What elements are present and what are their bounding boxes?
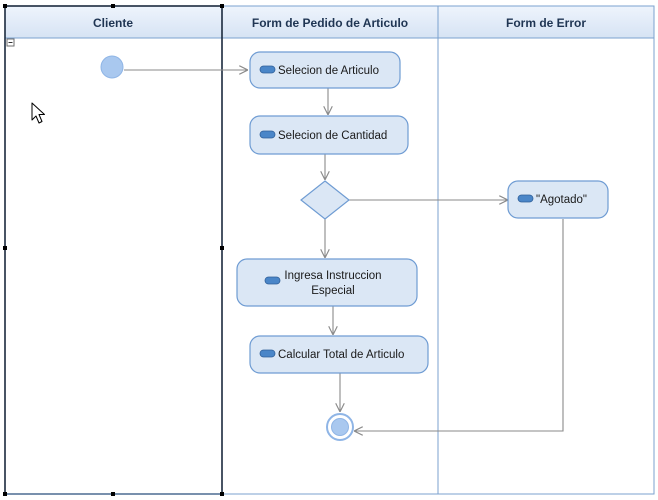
- mouse-cursor-icon: [31, 102, 45, 124]
- handle-bottom-right[interactable]: [220, 492, 224, 496]
- action-icon: [264, 276, 281, 285]
- collapse-toggle-icon[interactable]: [6, 38, 15, 47]
- flow-agotado-to-end[interactable]: [355, 219, 564, 431]
- handle-top-left[interactable]: [3, 4, 7, 8]
- handle-middle-left[interactable]: [3, 246, 7, 250]
- action-icon: [259, 65, 276, 74]
- lane-headers: Cliente Form de Pedido de Articulo Form …: [4, 5, 655, 39]
- handle-bottom-left[interactable]: [3, 492, 7, 496]
- lane-header-cliente[interactable]: [4, 5, 223, 39]
- lane-title-pedido: Form de Pedido de Articulo: [252, 16, 408, 30]
- action-label: Selecion de Articulo: [278, 65, 379, 77]
- action-label: Selecion de Cantidad: [278, 130, 387, 142]
- action-calcular-total[interactable]: Calcular Total de Articulo: [249, 335, 429, 374]
- initial-node[interactable]: [100, 55, 124, 79]
- handle-top-right[interactable]: [220, 4, 224, 8]
- action-selecion-cantidad[interactable]: Selecion de Cantidad: [249, 115, 409, 155]
- action-icon: [259, 130, 276, 139]
- action-label: "Agotado": [536, 194, 587, 206]
- flows: [124, 70, 564, 431]
- action-icon: [259, 349, 276, 358]
- handle-middle-right[interactable]: [220, 246, 224, 250]
- action-selecion-articulo[interactable]: Selecion de Articulo: [249, 51, 401, 89]
- lane-title-error: Form de Error: [506, 16, 586, 30]
- action-agotado[interactable]: "Agotado": [507, 180, 609, 219]
- action-icon: [517, 194, 534, 203]
- lane-title-cliente: Cliente: [93, 16, 133, 30]
- decision-node[interactable]: [300, 180, 350, 220]
- action-label-line1: Ingresa Instruccion: [284, 270, 381, 282]
- handle-bottom-middle[interactable]: [111, 492, 115, 496]
- action-label-line2: Especial: [311, 285, 354, 297]
- lane-header-pedido[interactable]: [221, 5, 439, 39]
- action-label: Calcular Total de Articulo: [278, 349, 404, 361]
- selection-handles[interactable]: [3, 4, 224, 496]
- lane-header-error[interactable]: [437, 5, 655, 39]
- handle-top-middle[interactable]: [111, 4, 115, 8]
- final-node[interactable]: [326, 413, 354, 441]
- action-ingresa-instruccion[interactable]: Ingresa Instruccion Especial: [236, 258, 418, 307]
